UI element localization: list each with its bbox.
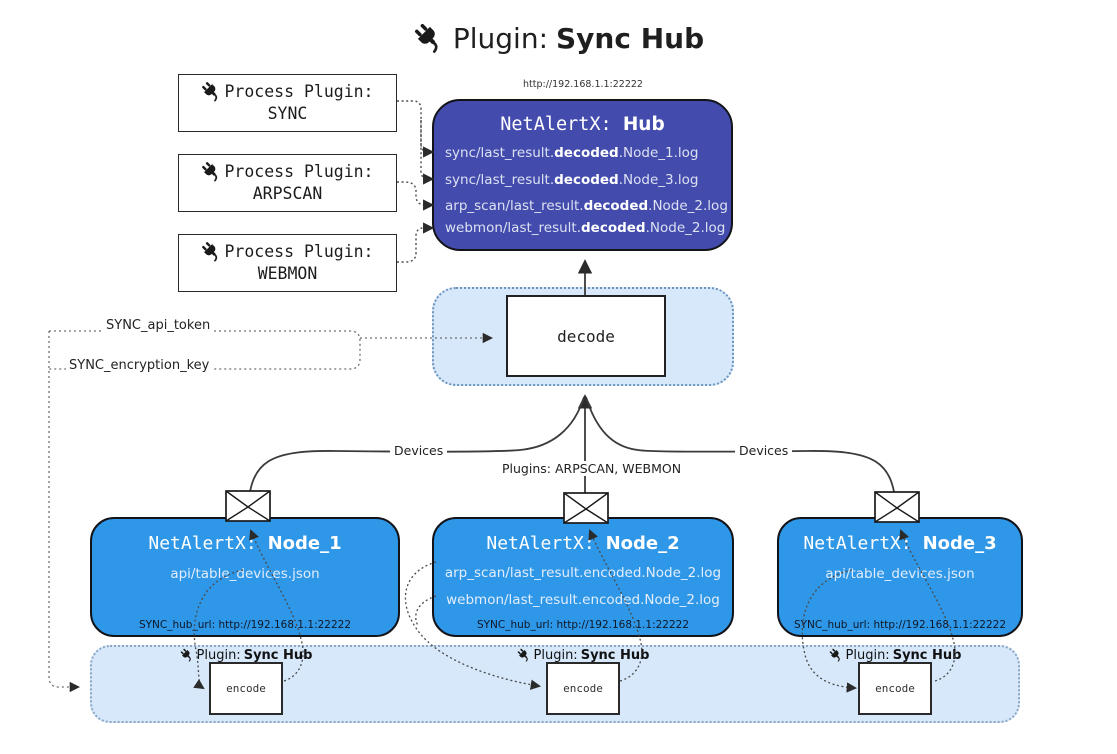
process-plugin-label: Process Plugin: — [224, 81, 374, 101]
encode-box-3: encode — [858, 662, 932, 715]
decode-box: decode — [506, 295, 666, 377]
process-plugin-webmon: Process Plugin: WEBMON — [178, 234, 397, 292]
plug-icon — [202, 162, 218, 182]
envelope-icon — [874, 491, 920, 523]
encode-box-2: encode — [546, 662, 620, 715]
plug-icon — [517, 648, 528, 662]
process-plugin-label: Process Plugin: — [224, 241, 374, 261]
hub-title-prefix: NetAlertX: — [500, 114, 612, 135]
node-file: arp_scan/last_result.encoded.Node_2.log — [444, 565, 722, 581]
devices-label-left: Devices — [390, 443, 448, 458]
plug-icon — [829, 648, 840, 662]
process-plugin-name: ARPSCAN — [252, 184, 323, 204]
hub-title: NetAlertX: Hub — [434, 114, 731, 135]
plug-icon — [202, 242, 218, 262]
plug-icon — [414, 23, 438, 53]
node-file: api/table_devices.json — [825, 566, 975, 582]
process-plugin-arpscan: Process Plugin: ARPSCAN — [178, 154, 397, 212]
process-plugin-label: Process Plugin: — [224, 161, 374, 181]
node-title: NetAlertX: Node_1 — [148, 533, 342, 554]
plug-icon — [180, 648, 191, 662]
hub-file-row: sync/last_result.decoded.Node_1.log — [445, 145, 699, 161]
envelope-icon — [225, 490, 271, 522]
sync-encryption-key-label: SYNC_encryption_key — [66, 358, 213, 373]
plugins-label: Plugins: ARPSCAN, WEBMON — [498, 461, 686, 476]
sync-api-token-label: SYNC_api_token — [103, 318, 214, 333]
encode-box-1: encode — [209, 662, 283, 715]
encoder-label-1: Plugin: Sync Hub — [166, 647, 326, 663]
title-name: Sync Hub — [556, 21, 705, 55]
node-hub-url: SYNC_hub_url: http://192.168.1.1:22222 — [793, 619, 1007, 631]
node-file: webmon/last_result.encoded.Node_2.log — [446, 592, 720, 608]
hub-title-name: Hub — [622, 114, 665, 135]
devices-label-right: Devices — [735, 443, 793, 458]
process-plugin-name: SYNC — [267, 104, 308, 124]
node-hub-url: SYNC_hub_url: http://192.168.1.1:22222 — [476, 619, 690, 631]
encoder-label-2: Plugin: Sync Hub — [503, 647, 663, 663]
envelope-icon — [563, 492, 609, 524]
process-plugin-name: WEBMON — [257, 264, 318, 284]
hub-box: NetAlertX: Hub sync/last_result.decoded.… — [432, 99, 733, 251]
node-3-box: NetAlertX: Node_3 api/table_devices.json… — [777, 517, 1023, 637]
node-1-box: NetAlertX: Node_1 api/table_devices.json… — [90, 517, 400, 637]
process-links — [397, 100, 435, 263]
encoder-label-3: Plugin: Sync Hub — [815, 647, 975, 663]
node-title: NetAlertX: Node_3 — [803, 533, 997, 554]
plug-icon — [202, 82, 218, 102]
hub-file-row: webmon/last_result.decoded.Node_2.log — [445, 220, 726, 236]
node-hub-url: SYNC_hub_url: http://192.168.1.1:22222 — [138, 619, 352, 631]
node-file: api/table_devices.json — [170, 566, 320, 582]
process-plugin-sync: Process Plugin: SYNC — [178, 74, 397, 132]
title-prefix: Plugin: — [452, 21, 549, 55]
hub-file-row: sync/last_result.decoded.Node_3.log — [445, 172, 699, 188]
node-title: NetAlertX: Node_2 — [486, 533, 680, 554]
page-title: Plugin: Sync Hub — [0, 16, 1117, 60]
node-2-box: NetAlertX: Node_2 arp_scan/last_result.e… — [432, 517, 734, 637]
hub-file-row: arp_scan/last_result.decoded.Node_2.log — [445, 198, 728, 214]
hub-url: http://192.168.1.1:22222 — [523, 79, 643, 90]
